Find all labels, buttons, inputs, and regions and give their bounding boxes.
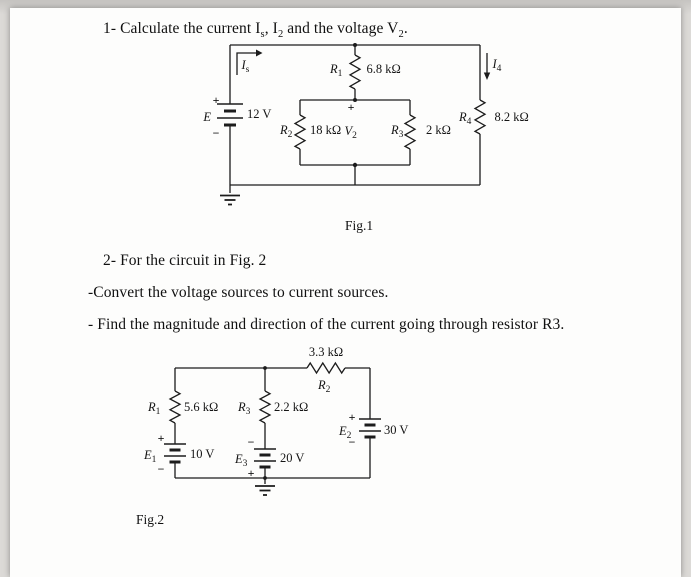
- battery-e2-label: E2: [338, 424, 352, 441]
- resistor-r2-value: 18 kΩ: [310, 123, 341, 137]
- text-segment: .: [403, 20, 408, 37]
- text-segment: and the voltage V: [283, 20, 399, 37]
- resistor-r2: 3.3 kΩ R2: [306, 345, 346, 395]
- resistor-zigzag: [293, 114, 307, 150]
- fig2-circuit-diagram: 3.3 kΩ R2 R1 5.6 kΩ R3 2.2 kΩ + − E1 10 …: [143, 345, 408, 496]
- resistor-r2-value: 3.3 kΩ: [309, 345, 343, 359]
- resistor-zigzag: [258, 390, 272, 424]
- problem2-title: 2- For the circuit in Fig. 2: [103, 252, 267, 269]
- battery-e2: + − E2 30 V: [338, 410, 408, 449]
- battery-e1-value: 10 V: [190, 447, 214, 461]
- resistor-r1: R1 6.8 kΩ: [329, 54, 401, 90]
- battery-e3: − + E3 20 V: [234, 435, 304, 480]
- resistor-r4: R4 8.2 kΩ: [458, 99, 529, 135]
- fig1-wires: [229, 43, 481, 186]
- resistor-r2: R2 18 kΩ: [279, 114, 341, 150]
- current-arrow-is: Is: [236, 49, 263, 75]
- resistor-zigzag: [403, 114, 417, 150]
- polarity-minus-sign: −: [213, 126, 220, 140]
- ground-icon: [220, 185, 240, 206]
- resistor-r3-value: 2 kΩ: [426, 123, 451, 137]
- junction-dot: [352, 162, 358, 168]
- current-is-label: Is: [241, 58, 250, 75]
- arrowhead-icon: [483, 72, 491, 80]
- fig2-wires: [174, 366, 371, 480]
- problem2-instruction-2: - Find the magnitude and direction of th…: [88, 316, 565, 333]
- resistor-r1-label: R1: [147, 400, 161, 417]
- polarity-minus-sign: −: [349, 435, 356, 449]
- subscript: 2: [277, 29, 284, 41]
- fig2-caption: Fig.2: [136, 512, 165, 527]
- ground-icon: [255, 478, 275, 496]
- resistor-zigzag: [348, 54, 362, 90]
- problem2-instruction-1: -Convert the voltage sources to current …: [88, 284, 389, 301]
- resistor-r2-label: R2: [279, 123, 293, 140]
- battery-e1: + − E1 10 V: [143, 431, 214, 476]
- resistor-r1-value: 5.6 kΩ: [184, 400, 218, 414]
- fig1-caption: Fig.1: [345, 218, 374, 233]
- arrowhead-icon: [256, 49, 263, 57]
- resistor-zigzag: [306, 361, 346, 375]
- current-arrow-i4: I4: [483, 53, 502, 80]
- problem1-title: 1- Calculate the current Is, I2 and the …: [103, 20, 408, 40]
- resistor-zigzag: [168, 390, 182, 424]
- polarity-plus-sign: +: [349, 410, 356, 424]
- fig1-circuit-diagram: + − E 12 V Is I4 R1 6.8 kΩ: [202, 43, 529, 206]
- polarity-minus-sign: −: [158, 462, 165, 476]
- resistor-r3: R3 2.2 kΩ: [237, 390, 308, 424]
- battery-e3-label: E3: [234, 452, 248, 469]
- battery-e: + − E 12 V: [202, 93, 271, 140]
- junction-dot: [263, 366, 267, 370]
- battery-e-label: E: [202, 110, 211, 124]
- junction-dot: [353, 43, 357, 47]
- current-i4-label: I4: [492, 57, 502, 74]
- battery-e2-value: 30 V: [384, 423, 408, 437]
- polarity-minus-sign: −: [248, 435, 255, 449]
- subscript: 2: [398, 29, 404, 41]
- voltage-v2-label: + V2: [345, 100, 358, 141]
- resistor-r1-value: 6.8 kΩ: [367, 62, 401, 76]
- document-page: 1- Calculate the current Is, I2 and the …: [10, 8, 681, 577]
- subscript: s: [260, 29, 265, 41]
- junction-dot: [353, 98, 357, 102]
- battery-e1-label: E1: [143, 448, 157, 465]
- current-path: [236, 52, 256, 75]
- text-segment: 1- Calculate the current I: [103, 20, 261, 37]
- resistor-r3-label: R3: [237, 400, 251, 417]
- resistor-r4-value: 8.2 kΩ: [495, 110, 529, 124]
- resistor-r3-label: R3: [390, 123, 404, 140]
- text-segment: , I: [264, 20, 278, 37]
- resistor-r2-label: R2: [317, 378, 331, 395]
- battery-e3-value: 20 V: [280, 451, 304, 465]
- resistor-zigzag: [473, 99, 487, 135]
- resistor-r1-label: R1: [329, 62, 343, 79]
- battery-e-value: 12 V: [247, 107, 271, 121]
- polarity-plus-sign: +: [248, 466, 255, 480]
- resistor-r3-value: 2.2 kΩ: [274, 400, 308, 414]
- polarity-plus-sign: +: [158, 431, 165, 445]
- resistor-r1: R1 5.6 kΩ: [147, 390, 218, 424]
- v2-label: V2: [345, 124, 358, 141]
- polarity-plus-sign: +: [213, 93, 220, 107]
- polarity-plus-sign: +: [348, 100, 355, 114]
- resistor-r4-label: R4: [458, 110, 472, 127]
- resistor-r3: R3 2 kΩ: [390, 114, 451, 150]
